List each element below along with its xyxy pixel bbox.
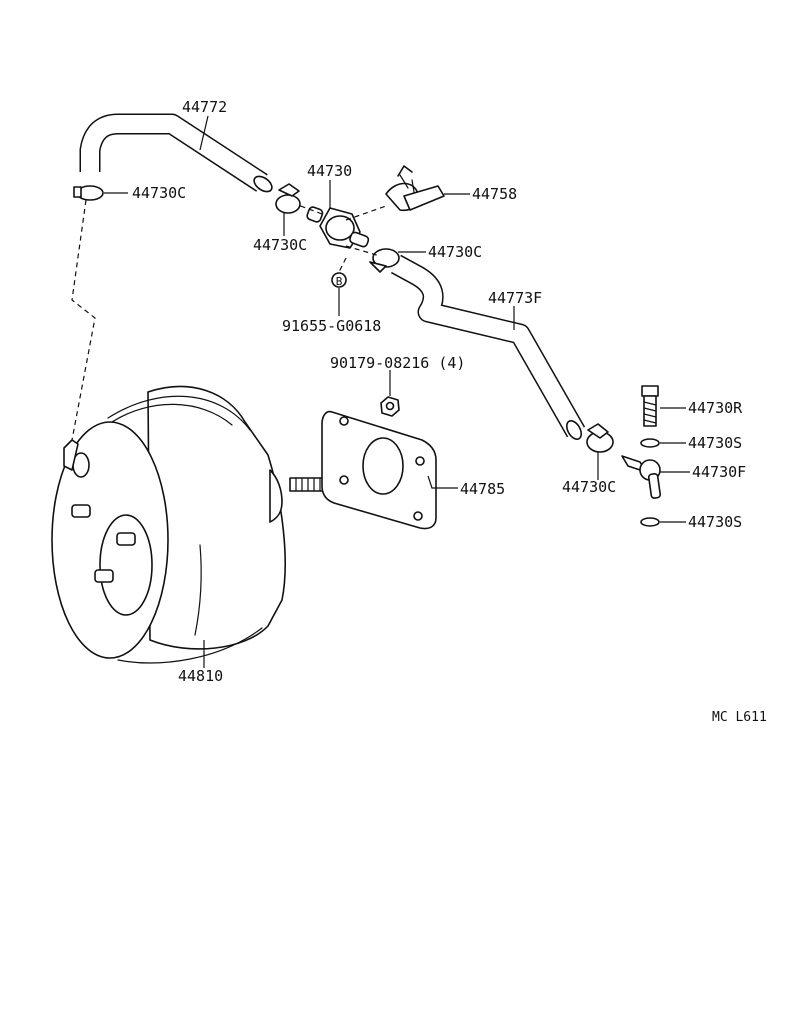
label-44730s-top: 44730S xyxy=(688,434,742,452)
label-44772: 44772 xyxy=(182,98,227,116)
label-44773f: 44773F xyxy=(488,289,542,307)
check-valve xyxy=(306,206,370,249)
union-fitting xyxy=(621,455,662,499)
washer-bottom xyxy=(640,517,660,527)
label-90179: 90179-08216 (4) xyxy=(330,354,465,372)
dashed-guides xyxy=(71,199,387,441)
label-44730c-lower-right: 44730C xyxy=(562,478,616,496)
label-44758: 44758 xyxy=(472,185,517,203)
hose-44772 xyxy=(79,113,273,193)
label-44730: 44730 xyxy=(307,162,352,180)
hose-clip-left-of-valve xyxy=(275,183,301,214)
label-44730c-top-left: 44730C xyxy=(132,184,186,202)
brake-booster xyxy=(51,385,327,664)
label-44730r: 44730R xyxy=(688,399,743,417)
label-91655: 91655-G0618 xyxy=(282,317,381,335)
hose-clamp-bracket xyxy=(385,165,445,212)
bolt-marker-letter: B xyxy=(336,275,343,288)
hose-clip-right-of-valve xyxy=(369,248,400,273)
hose-clip-lower-right xyxy=(586,423,614,453)
gasket xyxy=(321,410,437,530)
label-44730c-left-of-valve: 44730C xyxy=(253,236,307,254)
label-44730c-right-of-valve: 44730C xyxy=(428,243,482,261)
washer-top xyxy=(640,438,660,448)
bolt-marker: B xyxy=(331,272,347,288)
diagram-code: MC L611 xyxy=(712,710,767,725)
hose-44773f xyxy=(390,254,586,440)
hose-clip-top-left xyxy=(73,185,104,201)
label-44810: 44810 xyxy=(178,667,223,685)
label-44785: 44785 xyxy=(460,480,505,498)
label-44730s-bottom: 44730S xyxy=(688,513,742,531)
union-bolt xyxy=(641,385,659,427)
nut xyxy=(380,396,400,417)
label-44730f: 44730F xyxy=(692,463,746,481)
leader-lines xyxy=(104,115,690,668)
